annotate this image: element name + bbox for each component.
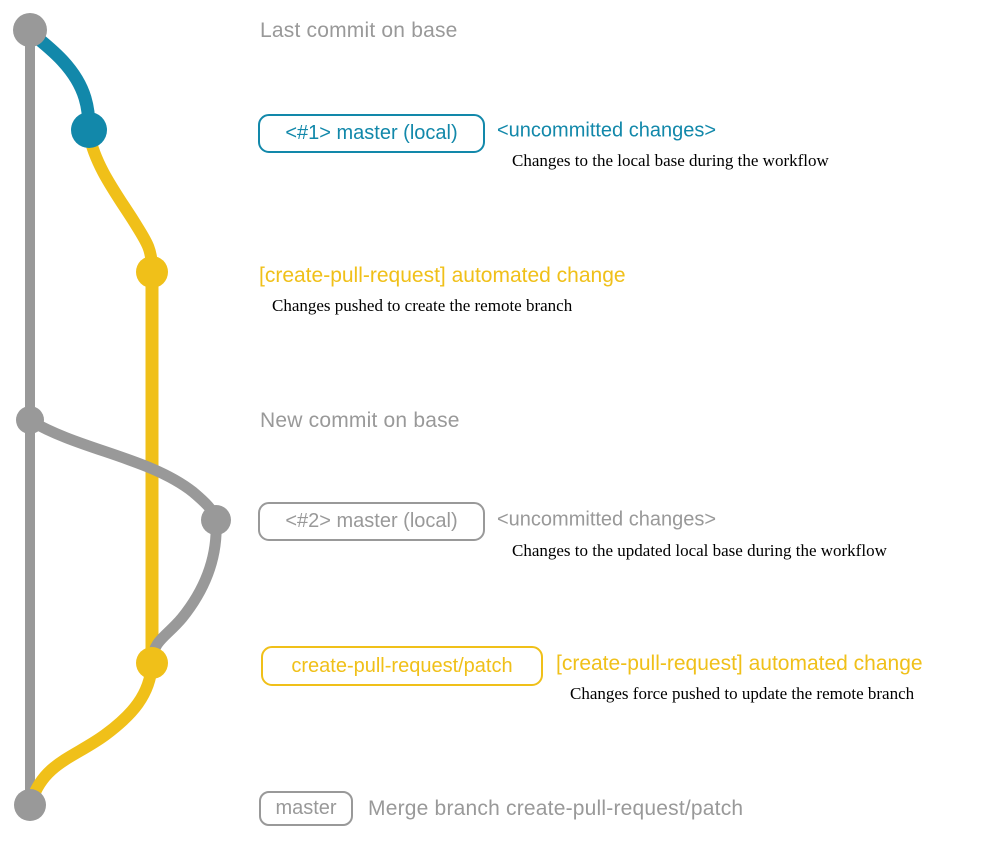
commit-node-base-new [16, 406, 44, 434]
commit-node-patch-1 [136, 256, 168, 288]
automated-change-heading-1: [create-pull-request] automated change [259, 263, 626, 287]
branch-badge-master-local-1: <#1> master (local) [258, 114, 485, 153]
edge-base-to-local-master-1 [23, 25, 96, 135]
branch-badge-create-pull-request-patch: create-pull-request/patch [261, 646, 543, 686]
automated-change-detail-2: Changes force pushed to update the remot… [570, 684, 915, 704]
uncommitted-changes-detail-2: Changes to the updated local base during… [512, 541, 887, 561]
merge-branch-label: Merge branch create-pull-request/patch [368, 796, 744, 820]
uncommitted-changes-detail-1: Changes to the local base during the wor… [512, 151, 829, 171]
last-commit-label: Last commit on base [260, 18, 458, 42]
branch-badge-master: master [259, 791, 353, 826]
commit-node-merge [14, 789, 46, 821]
edge-patch-2-to-merge [26, 658, 158, 806]
branch-badge-label: <#2> master (local) [285, 510, 458, 532]
commit-node-local-master-1 [71, 112, 107, 148]
uncommitted-changes-note-1: <uncommitted changes> [497, 119, 717, 142]
edge-base-to-local-master-2 [25, 415, 222, 525]
new-commit-label: New commit on base [260, 408, 460, 432]
uncommitted-changes-note-2: <uncommitted changes> [497, 508, 717, 531]
branch-badge-label: create-pull-request/patch [291, 654, 513, 677]
branch-badge-label: master [275, 797, 337, 819]
automated-change-detail-1: Changes pushed to create the remote bran… [272, 296, 573, 316]
branch-badge-label: <#1> master (local) [285, 122, 458, 144]
commit-node-base-last [13, 13, 47, 47]
edge-local-master-1-to-patch-1 [83, 128, 158, 276]
branch-badge-master-local-2: <#2> master (local) [258, 502, 485, 541]
commit-node-local-master-2 [201, 505, 231, 535]
automated-change-heading-2: [create-pull-request] automated change [556, 651, 923, 675]
commit-node-patch-2 [136, 647, 168, 679]
edge-local-master-2-to-patch-2 [146, 515, 222, 666]
commit-graph [13, 13, 231, 821]
